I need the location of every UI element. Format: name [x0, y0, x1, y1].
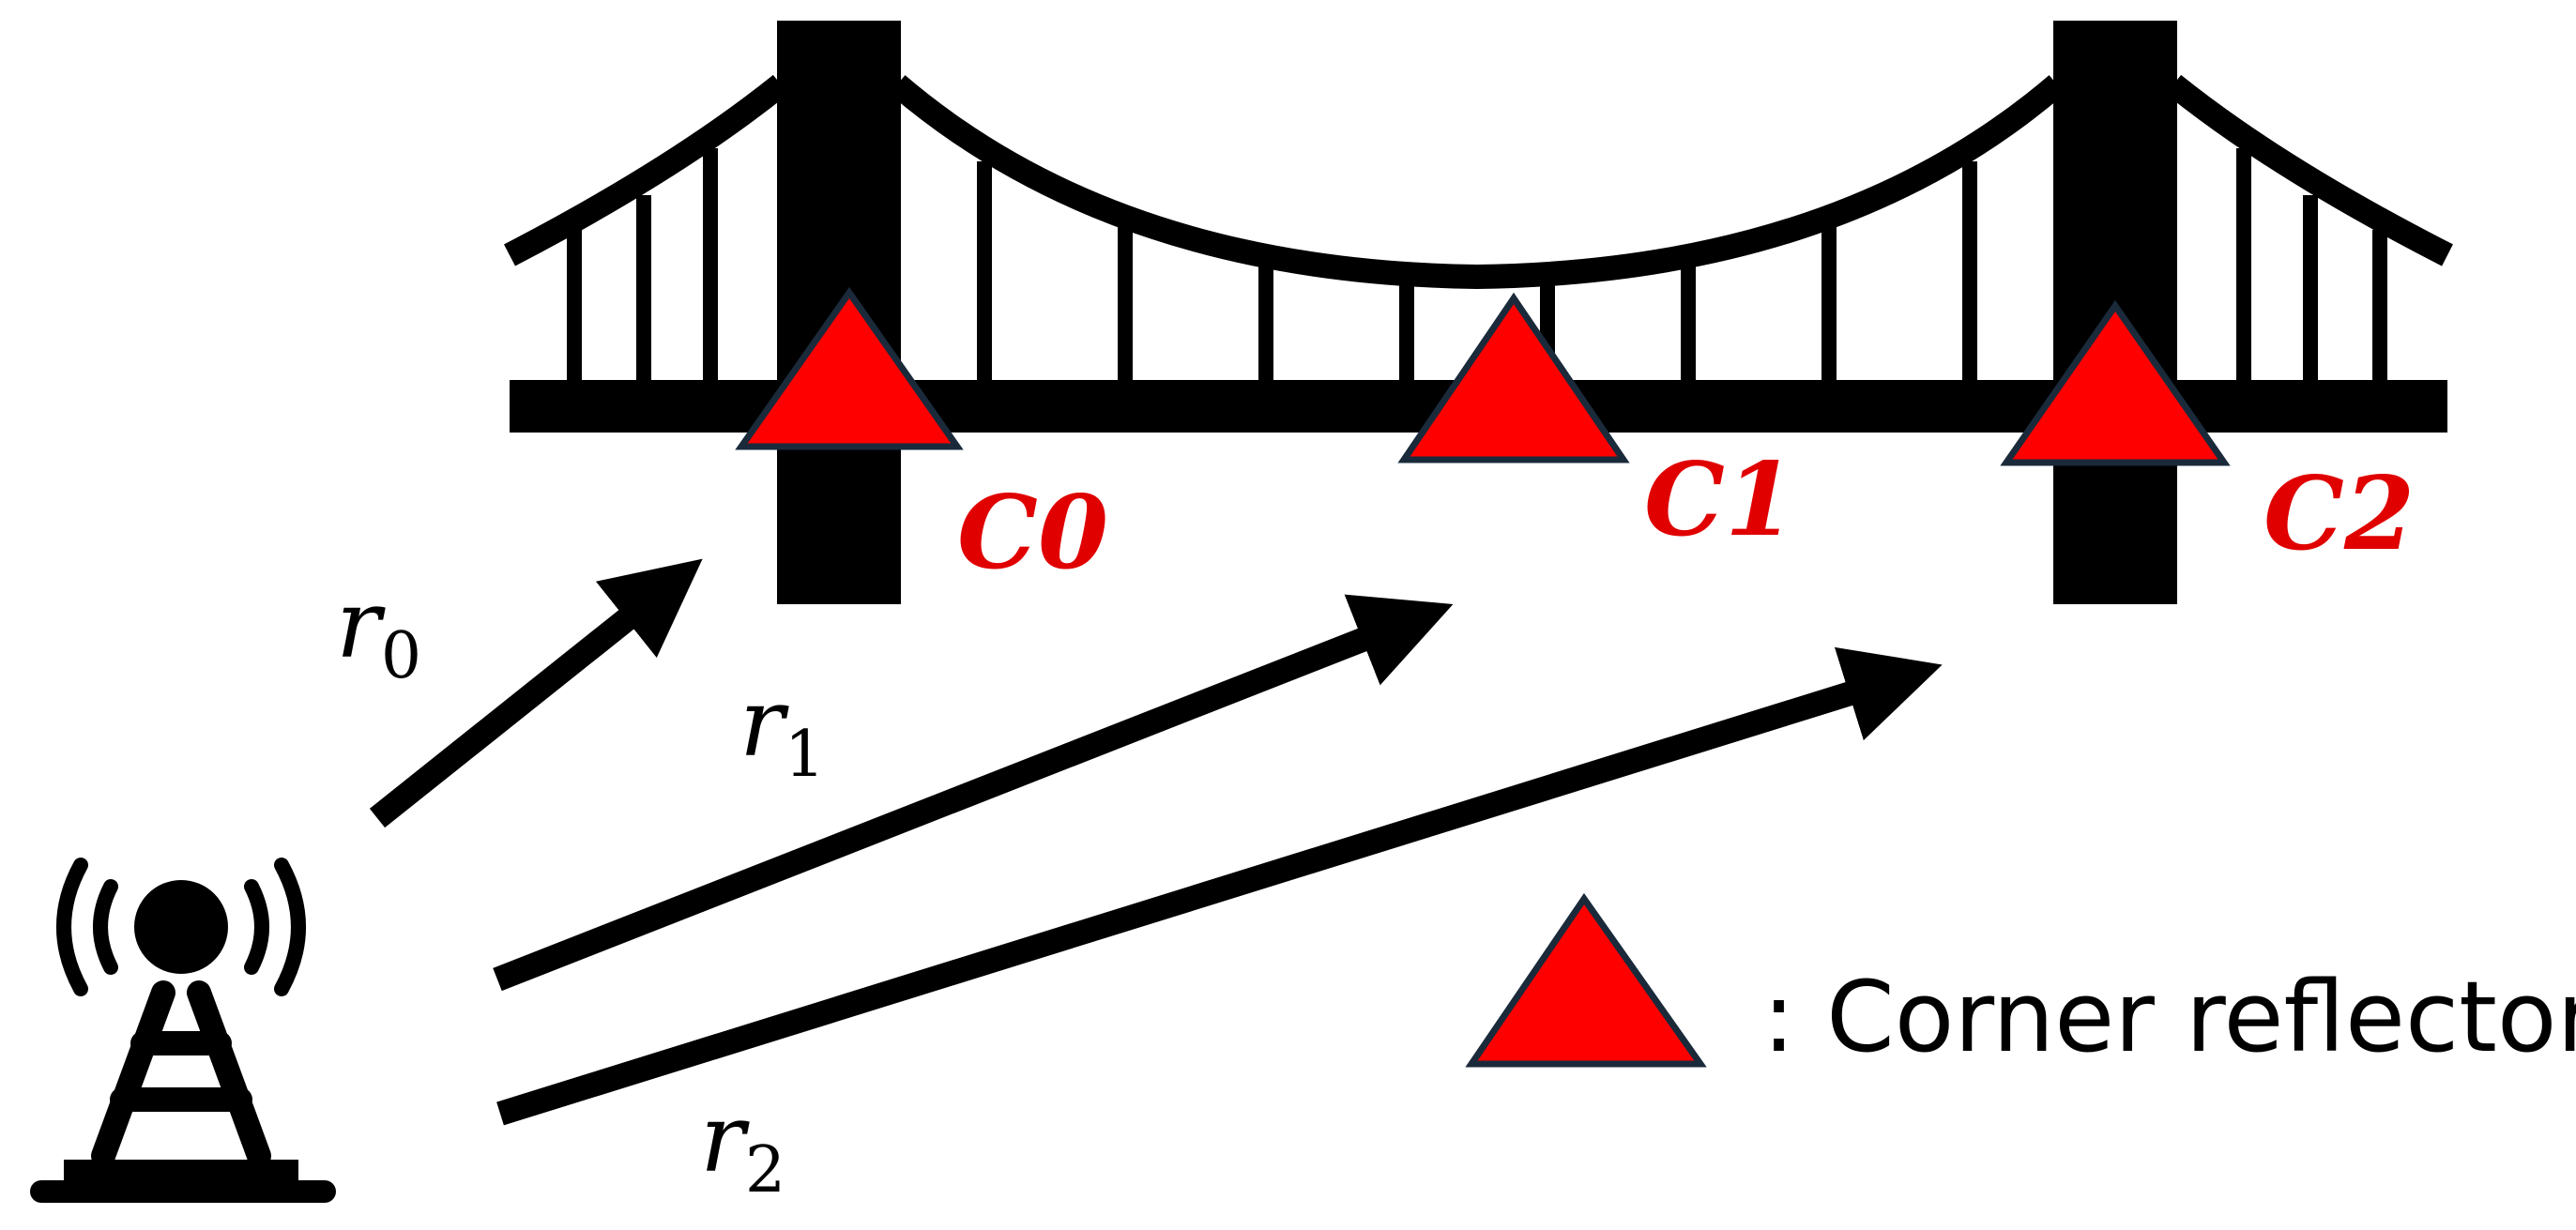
reflector-label-c0: C0 [957, 474, 1108, 592]
range-label-r1: r1 [739, 668, 825, 792]
bridge-suspenders [567, 148, 2387, 385]
range-label-r0: r0 [336, 569, 421, 693]
reflector-label-c1: C1 [1644, 441, 1795, 559]
legend-label: : Corner reflector [1762, 960, 2576, 1074]
range-subscript: 2 [745, 1133, 785, 1207]
suspension-bridge-icon [504, 21, 2453, 604]
bridge-cable-right [2165, 74, 2453, 266]
corner-reflector-triangle-icon [1397, 292, 1630, 463]
antenna-emitter [134, 880, 228, 974]
range-symbol: r [336, 569, 386, 679]
range-symbol: r [739, 668, 789, 778]
bridge-cable-left [504, 74, 789, 266]
range-symbol: r [700, 1084, 750, 1193]
range-subscript: 1 [785, 718, 825, 792]
antenna-signal-waves [56, 858, 306, 996]
antenna-foot [30, 1180, 336, 1203]
corner-reflector-triangle-icon [2000, 299, 2231, 466]
range-arrow-r2 [496, 646, 1943, 1126]
corner-reflector-triangle-icon [735, 286, 964, 450]
reflector-label-c2: C2 [2264, 455, 2415, 573]
legend: : Corner reflector [1465, 892, 2576, 1074]
bridge-cable-center [889, 75, 2065, 290]
range-arrow-r1 [493, 594, 1454, 992]
corner-reflectors [735, 286, 2231, 466]
range-arrow-r0 [369, 558, 703, 828]
radar-antenna-icon [30, 858, 336, 1203]
range-arrows [369, 558, 1943, 1126]
antenna-tower [91, 980, 271, 1168]
range-label-r2: r2 [700, 1084, 785, 1207]
range-subscript: 0 [381, 619, 421, 693]
legend-reflector-triangle-icon [1465, 892, 1707, 1068]
